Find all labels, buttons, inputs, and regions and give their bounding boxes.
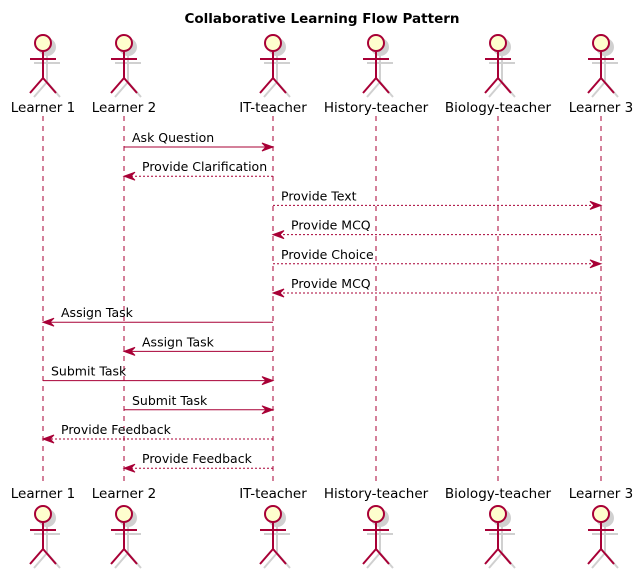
message-arrow: Provide MCQ	[271, 218, 601, 240]
arrowhead-icon	[41, 317, 55, 327]
actor-icon-top-it	[259, 34, 291, 98]
message-arrow: Assign Task	[41, 305, 273, 327]
arrowhead-icon	[261, 376, 275, 386]
actor-icon-bottom-it	[259, 505, 291, 569]
participant-label-top: History-teacher	[324, 100, 429, 116]
message-arrow: Provide Feedback	[41, 422, 273, 444]
participant-label-top: Learner 3	[569, 100, 633, 116]
message-label: Submit Task	[132, 393, 208, 408]
actor-icon-bottom-l3	[587, 505, 619, 569]
actor-icon-bottom-bt	[484, 505, 516, 569]
participant-label-bottom: Learner 2	[92, 486, 156, 502]
message-label: Submit Task	[51, 364, 127, 379]
participant-label-top: Learner 2	[92, 100, 156, 116]
message-label: Provide Clarification	[142, 159, 267, 174]
message-arrow: Submit Task	[124, 393, 275, 415]
arrowhead-icon	[261, 405, 275, 415]
message-arrow: Provide Clarification	[122, 159, 273, 181]
message-label: Provide Choice	[281, 247, 374, 262]
message-label: Ask Question	[132, 130, 214, 145]
participant-label-bottom: History-teacher	[324, 486, 429, 502]
participant-label-top: Biology-teacher	[445, 100, 552, 116]
message-arrow: Ask Question	[124, 130, 275, 152]
actor-icon-top-bt	[484, 34, 516, 98]
arrowhead-icon	[41, 434, 55, 444]
message-arrow: Provide MCQ	[271, 276, 601, 298]
message-arrow: Assign Task	[122, 334, 273, 356]
message-arrow: Submit Task	[43, 364, 275, 386]
participant-label-bottom: Learner 1	[11, 486, 75, 502]
message-label: Assign Task	[61, 305, 134, 320]
diagram-title: Collaborative Learning Flow Pattern	[185, 11, 460, 27]
arrowhead-icon	[271, 230, 285, 240]
arrowhead-icon	[261, 142, 275, 152]
message-label: Provide Text	[281, 188, 357, 203]
actor-icon-top-l2	[110, 34, 142, 98]
arrowhead-icon	[122, 346, 136, 356]
actor-icon-bottom-ht	[362, 505, 394, 569]
arrowhead-icon	[122, 463, 136, 473]
message-label: Provide Feedback	[142, 451, 253, 466]
arrowhead-icon	[589, 200, 603, 210]
actor-icon-bottom-l2	[110, 505, 142, 569]
participant-label-bottom: Learner 3	[569, 486, 633, 502]
message-arrow: Provide Text	[273, 188, 603, 210]
message-label: Provide MCQ	[291, 218, 371, 233]
actor-icon-top-ht	[362, 34, 394, 98]
message-label: Provide Feedback	[61, 422, 172, 437]
participant-label-bottom: Biology-teacher	[445, 486, 552, 502]
arrowhead-icon	[271, 288, 285, 298]
message-arrow: Provide Feedback	[122, 451, 273, 473]
message-label: Provide MCQ	[291, 276, 371, 291]
arrowhead-icon	[122, 171, 136, 181]
message-arrow: Provide Choice	[273, 247, 603, 269]
participant-label-top: IT-teacher	[239, 100, 307, 116]
message-label: Assign Task	[142, 334, 215, 349]
actor-icon-top-l1	[29, 34, 61, 98]
participant-label-top: Learner 1	[11, 100, 75, 116]
arrowhead-icon	[589, 259, 603, 269]
participant-label-bottom: IT-teacher	[239, 486, 307, 502]
actor-icon-bottom-l1	[29, 505, 61, 569]
actor-icon-top-l3	[587, 34, 619, 98]
